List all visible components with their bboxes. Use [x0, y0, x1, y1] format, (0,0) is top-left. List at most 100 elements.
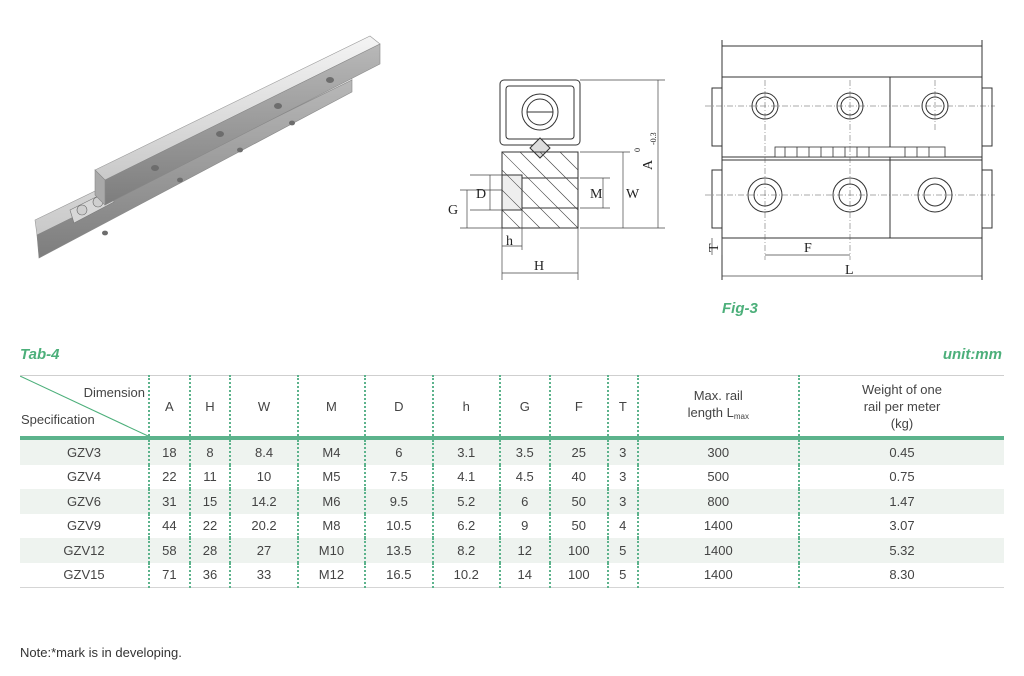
label-G: G [448, 203, 458, 218]
value-cell: 12 [498, 538, 550, 563]
label-M: M [590, 187, 603, 202]
header-dimension: Dimension [83, 385, 145, 400]
label-A-tol-upper: 0 [633, 148, 642, 152]
profile-drawing: A 0 -0.3 W M D G h H [448, 79, 665, 280]
value-cell: 16.5 [364, 562, 433, 588]
value-cell: 5 [607, 562, 638, 588]
value-cell: 5.32 [798, 538, 1004, 563]
value-cell: 40 [548, 464, 609, 489]
value-cell: 3 [607, 489, 638, 514]
value-cell: 6.2 [431, 513, 500, 538]
label-D: D [476, 187, 486, 202]
value-cell: 4.5 [498, 464, 550, 489]
value-cell: 22 [188, 513, 231, 538]
value-cell: 20.2 [229, 513, 298, 538]
value-cell: 4.1 [431, 464, 500, 489]
max-rail-line2: length L [687, 405, 734, 420]
value-cell: 44 [148, 513, 190, 538]
spec-cell: GZV3 [20, 438, 149, 465]
col-max-rail-length: Max. rail length Lmax [636, 375, 799, 440]
spec-cell: GZV9 [67, 518, 101, 534]
label-F: F [804, 241, 812, 256]
value-cell: 0.75 [798, 464, 1004, 489]
value-cell: 8.30 [798, 562, 1004, 588]
spec-cell: GZV4 [67, 469, 101, 485]
value-cell: 71 [148, 562, 190, 588]
value-cell: 1400 [636, 538, 799, 563]
label-A-tol-lower: -0.3 [649, 132, 658, 145]
value-cell: 3.5 [498, 438, 550, 465]
value-cell: 50 [548, 489, 609, 514]
value-cell: 14 [498, 562, 550, 588]
value-cell: 500 [636, 464, 799, 489]
col-G: G [498, 375, 550, 440]
value-cell: 8.4 [229, 438, 298, 465]
value-cell: 3 [607, 438, 638, 465]
note-text: Note:*mark is in developing. [20, 645, 182, 660]
max-rail-line1: Max. rail [693, 388, 743, 403]
max-rail-sub: max [733, 412, 749, 421]
weight-line2: rail per meter [863, 398, 941, 414]
spec-cell: GZV6 [20, 489, 149, 514]
header-specification: Specification [21, 412, 95, 427]
value-cell: 36 [188, 562, 231, 588]
value-cell: 22 [148, 464, 190, 489]
table-label: Tab-4 [20, 346, 60, 363]
value-cell: 13.5 [364, 538, 433, 563]
value-cell: 6 [364, 438, 433, 465]
value-cell: M8 [296, 513, 366, 538]
figure-label: Fig-3 [722, 300, 758, 317]
col-W: W [229, 375, 298, 440]
diagonal-line [20, 376, 148, 436]
label-W: W [626, 187, 640, 202]
col-h: h [431, 375, 500, 440]
label-H: H [534, 259, 544, 274]
weight-line3: (kg) [890, 415, 914, 431]
header-row: Dimension Specification A H W M D h G F … [20, 375, 1004, 440]
value-cell: 3.1 [431, 438, 500, 465]
value-cell: 27 [229, 538, 298, 563]
value-cell: 0.45 [798, 438, 1004, 465]
product-photo [34, 35, 381, 259]
value-cell: 25 [548, 438, 609, 465]
col-weight: Weight of one rail per meter (kg) [798, 375, 1004, 440]
value-cell: 8.2 [431, 538, 500, 563]
value-cell: 9.5 [364, 489, 433, 514]
top-view-drawing: T F L [705, 40, 995, 280]
value-cell: 1.47 [798, 489, 1004, 514]
value-cell: M6 [296, 489, 366, 514]
col-D: D [364, 375, 433, 440]
value-cell: 8 [188, 438, 231, 465]
value-cell: 58 [148, 538, 190, 563]
value-cell: 3 [607, 464, 638, 489]
label-A: A [641, 159, 656, 170]
col-F: F [548, 375, 609, 440]
label-L: L [845, 263, 854, 278]
value-cell: M10 [296, 538, 366, 563]
value-cell: 10 [229, 464, 298, 489]
value-cell: 1400 [636, 562, 799, 588]
col-H: H [188, 375, 231, 440]
value-cell: 31 [148, 489, 190, 514]
label-h: h [506, 234, 513, 249]
value-cell: 100 [548, 538, 609, 563]
value-cell: 5.2 [431, 489, 500, 514]
value-cell: 7.5 [364, 464, 433, 489]
col-A: A [148, 375, 190, 440]
spec-cell: GZV15 [20, 562, 149, 588]
value-cell: 15 [188, 489, 231, 514]
label-T: T [707, 243, 722, 252]
value-cell: 300 [636, 438, 799, 465]
unit-label: unit:mm [942, 346, 1002, 363]
col-M: M [296, 375, 366, 440]
value-cell: 10.2 [431, 562, 500, 588]
value-cell: M5 [296, 464, 366, 489]
value-cell: 3.07 [798, 513, 1004, 538]
value-cell: 800 [636, 489, 799, 514]
value-cell: 6 [498, 489, 550, 514]
